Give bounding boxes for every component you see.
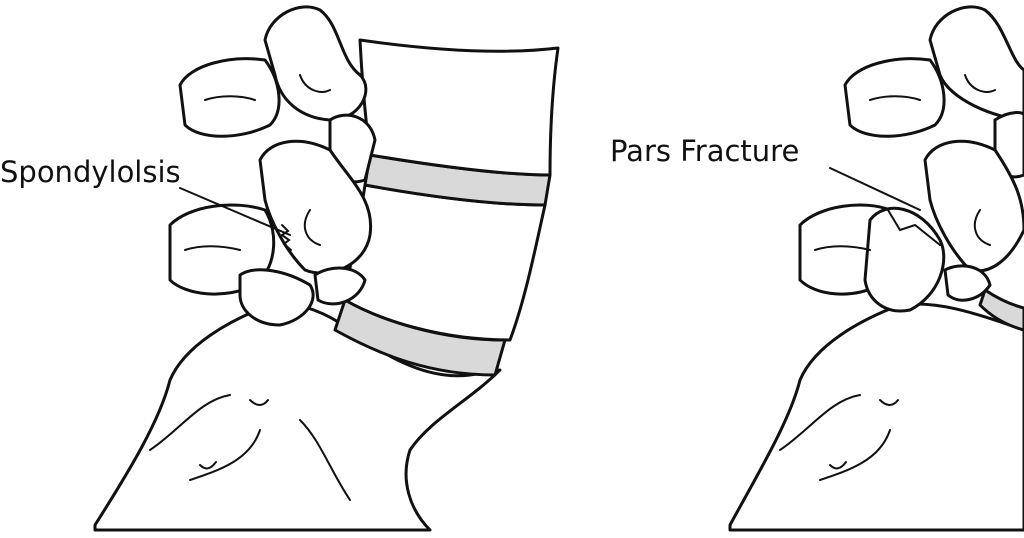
pointer-line-left — [179, 187, 291, 236]
label-spondylolysis: Spondylolsis — [0, 155, 181, 189]
pointer-line-right — [829, 167, 921, 211]
sacrum-right — [728, 302, 1024, 532]
label-pars-fracture: Pars Fracture — [610, 134, 800, 168]
left-spine-view — [93, 5, 560, 532]
vertebra-upper-body — [358, 38, 560, 177]
right-spine-view — [728, 5, 1024, 532]
